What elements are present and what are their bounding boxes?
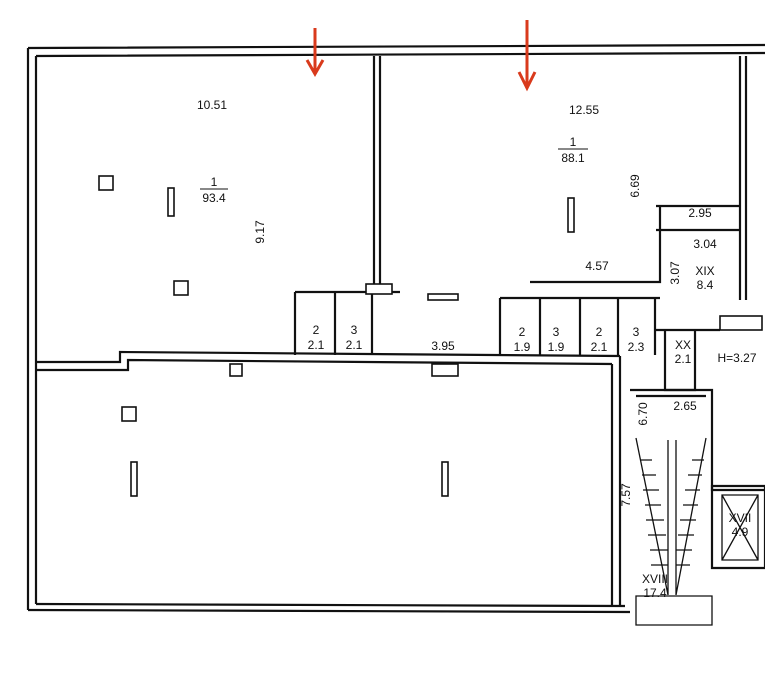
room-area: 88.1 <box>561 151 585 165</box>
dimension-label: 6.70 <box>636 402 650 426</box>
room-number: 1 <box>570 135 577 149</box>
dimension-label: 10.51 <box>197 98 227 112</box>
room-area: 1.9 <box>514 340 531 354</box>
room-number: 3 <box>553 325 560 339</box>
room-number: XIX <box>695 264 714 278</box>
dimension-label: 2.65 <box>673 399 697 413</box>
room-number: 1 <box>211 175 218 189</box>
room-area: 93.4 <box>202 191 226 205</box>
room-area: 4.9 <box>732 525 749 539</box>
dimension-label: 3.07 <box>668 261 682 285</box>
room-area: 2.1 <box>675 352 692 366</box>
room-number: XVII <box>729 511 752 525</box>
dimension-label: 7.57 <box>619 483 633 507</box>
dimension-labels: 10.51 9.17 12.55 6.69 2.95 3.04 3.07 4.5… <box>197 98 757 507</box>
dimension-label: 3.95 <box>431 339 455 353</box>
room-number: 2 <box>519 325 526 339</box>
red-arrows <box>305 20 537 92</box>
room-number: XX <box>675 338 691 352</box>
room-area: 2.3 <box>628 340 645 354</box>
room-area: 17.4 <box>643 586 667 600</box>
room-labels: 1 93.4 1 88.1 2 2.1 3 2.1 2 1.9 3 1.9 2 … <box>200 135 751 600</box>
dimension-label: 3.04 <box>693 237 717 251</box>
room-number: 2 <box>313 323 320 337</box>
dimension-label: 6.69 <box>628 174 642 198</box>
room-number: 3 <box>351 323 358 337</box>
room-number: XVIII <box>642 572 668 586</box>
walls <box>26 43 765 626</box>
room-number: 2 <box>596 325 603 339</box>
dimension-label: 2.95 <box>688 206 712 220</box>
dimension-label: 12.55 <box>569 103 599 117</box>
room-area: 2.1 <box>346 338 363 352</box>
room-number: 3 <box>633 325 640 339</box>
room-area: 2.1 <box>308 338 325 352</box>
dimension-label: 9.17 <box>253 220 267 244</box>
room-area: 8.4 <box>697 278 714 292</box>
room-area: 1.9 <box>548 340 565 354</box>
ceiling-height-label: H=3.27 <box>717 351 756 365</box>
dimension-label: 4.57 <box>585 259 609 273</box>
room-area: 2.1 <box>591 340 608 354</box>
columns <box>98 175 763 497</box>
